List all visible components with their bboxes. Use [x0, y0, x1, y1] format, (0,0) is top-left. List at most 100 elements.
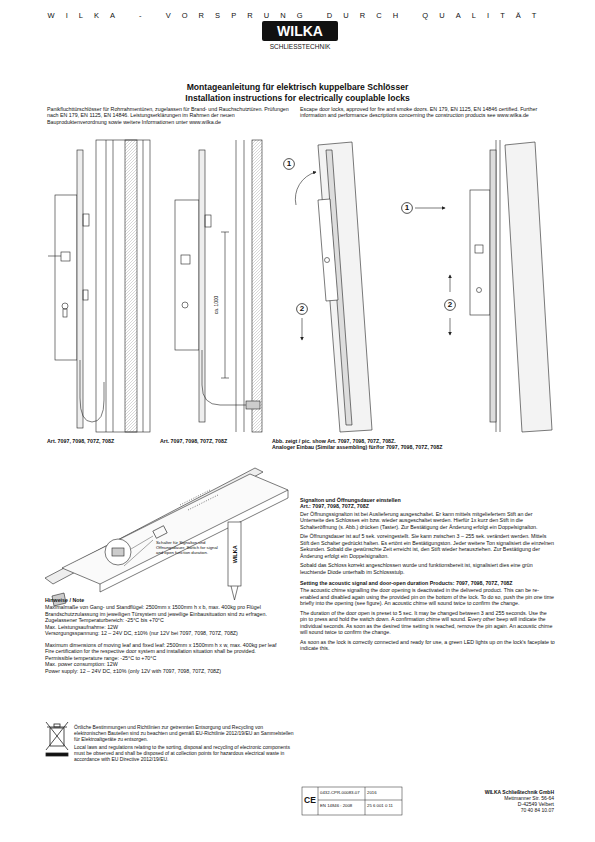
- section-heading: Signalton und Öffnungsdauer einstellen: [300, 497, 555, 503]
- text-group: Signalton und Öffnungsdauer einstellenAr…: [300, 497, 555, 652]
- logo-text: WILKA: [262, 23, 338, 40]
- table-cell: EN 14846 : 2008: [320, 803, 365, 808]
- disposal-note: Local laws and regulations relating to t…: [74, 744, 296, 762]
- intro-text: Panikfluchttürschlösser für Rohrrahmentü…: [47, 106, 295, 125]
- frame-profile-2: [236, 140, 262, 432]
- text-group: CE: [302, 795, 318, 805]
- note: Max. Leistungsaufnahme: 12W: [45, 624, 295, 630]
- lock-1: [48, 150, 89, 428]
- dimension: ca. 1000: [214, 280, 220, 330]
- logo-box: [262, 21, 338, 41]
- caption: Art. 7097, 7098, 707Z, 708Z: [47, 438, 157, 444]
- table-cell: 25 6 001 0 11: [367, 803, 402, 808]
- step-circle: 1: [283, 158, 295, 170]
- note: Maximum dimensions of moving leaf and fi…: [45, 642, 295, 648]
- note: Versorgungsspannung: 12 – 24V DC, ±10% (…: [45, 630, 295, 636]
- caption: Art. 7097, 7098, 707Z, 708Z: [160, 438, 270, 444]
- caption: Abb. zeigt / pic. show Art. 7097, 7098, …: [272, 438, 555, 444]
- section-heading: Art.: 7097, 7098, 707Z, 708Z: [300, 503, 555, 509]
- text-group: Abb. zeigt / pic. show Art. 7097, 7098, …: [272, 438, 555, 451]
- text-group: Escape door locks, approved for fire and…: [300, 106, 555, 119]
- lock-4: [470, 150, 496, 422]
- arrow: [450, 318, 451, 335]
- section-heading: Setting the acoustic signal and door-ope…: [300, 580, 555, 586]
- table-cell: 2016: [367, 790, 402, 795]
- ce-mark: CE: [302, 795, 318, 805]
- step-circle: 2: [296, 303, 308, 315]
- arrow: [302, 318, 303, 340]
- turn-arrow: [295, 172, 316, 205]
- ce-table: [302, 787, 402, 815]
- text-group: Installation instructions for electrical…: [40, 93, 555, 103]
- intro-text: Escape door locks, approved for fire and…: [300, 106, 555, 119]
- text-group: Schalter für Signalton und Öffnungsdauer…: [156, 540, 224, 556]
- cable: [202, 350, 246, 405]
- text-group: Art. 7097, 7098, 707Z, 708Z: [47, 438, 157, 444]
- lock-perspective: [45, 468, 288, 592]
- text-group: WILKA: [231, 529, 238, 579]
- text-group: 2016: [367, 790, 402, 795]
- note: Brandschutzzulassung im jeweiligen Türsy…: [45, 611, 295, 617]
- door-leaf: [505, 142, 552, 432]
- table-cell: 0432-CPR-00083-07: [320, 790, 365, 795]
- arrow: [450, 275, 451, 292]
- lock-3: [318, 150, 352, 425]
- address: 70 40 84 10.07: [440, 807, 554, 813]
- disposal-note: Örtliche Bestimmungen und Richtlinien zu…: [74, 724, 296, 742]
- tool-label: WILKA: [231, 529, 238, 579]
- text-group: Art. 7097, 7098, 707Z, 708Z: [160, 438, 270, 444]
- step-circle: 2: [444, 299, 456, 311]
- waste-bin-icon: [46, 722, 68, 756]
- logo-subtitle: SCHLIESSTECHNIK: [245, 43, 355, 51]
- callout-text: Schalter für Signalton und Öffnungsdauer…: [156, 540, 224, 556]
- cable: [80, 360, 104, 422]
- leader-line: [131, 536, 153, 549]
- text-group: WILKA: [262, 23, 338, 40]
- step-number: 2: [296, 303, 308, 315]
- text-group: Panikfluchttürschlösser für Rohrrahmentü…: [47, 106, 295, 125]
- text-group: 25 6 001 0 11: [367, 803, 402, 808]
- note: Power supply: 12 – 24V DC, ±10% (only 12…: [45, 668, 295, 674]
- paragraph: Sobald das Schloss korrekt angeschlossen…: [300, 562, 555, 575]
- caption: Analoger Einbau (Similar assembling) für…: [272, 444, 555, 450]
- magnifier: [105, 539, 131, 565]
- paragraph: Die Öffnungsdauer ist auf 5 sek. voreing…: [300, 533, 555, 559]
- leader-line: [124, 540, 153, 566]
- step-circle: 1: [401, 202, 413, 214]
- text-group: Montageanleitung für elektrisch kuppelba…: [40, 82, 555, 92]
- slogan: WILKA - VORSPRUNG DURCH QUALITÄT: [48, 11, 548, 20]
- step-number: 1: [283, 158, 295, 170]
- note: Maximalmaße von Gang- und Standflügel: 2…: [45, 604, 295, 610]
- text-group: 0432-CPR-00083-07: [320, 790, 365, 795]
- frame-profile-4: [496, 140, 500, 432]
- text-group: EN 14846 : 2008: [320, 803, 365, 808]
- lock-2: [175, 150, 211, 422]
- text-group: SCHLIESSTECHNIK: [245, 43, 355, 51]
- text-group: Hinweise / NoteMaximalmaße von Gang- und…: [45, 597, 295, 674]
- arrow: [415, 208, 445, 209]
- note: Permissible temperature range: -25°C to …: [45, 655, 295, 661]
- address: WILKA Schließtechnik GmbH: [440, 789, 554, 795]
- paragraph: The duration of the door open is preset …: [300, 610, 555, 636]
- pin-tool: [228, 522, 241, 600]
- step-number: 1: [401, 202, 413, 214]
- connector: [246, 401, 260, 409]
- switch: [112, 548, 124, 556]
- note: Max. power consumption: 12W: [45, 661, 295, 667]
- address: Mettmanner Str. 56-64: [440, 795, 554, 801]
- note-heading: Hinweise / Note: [45, 597, 295, 603]
- paragraph: As soon as the lock is correctly connect…: [300, 639, 555, 652]
- text-group: WILKA Schließtechnik GmbHMettmanner Str.…: [440, 789, 554, 813]
- text-group: Örtliche Bestimmungen und Richtlinien zu…: [74, 724, 296, 763]
- paragraph: The acoustic chime signalling the door o…: [300, 587, 555, 606]
- note: Zugelassener Temperaturbereich: -25°C bi…: [45, 617, 295, 623]
- title-text: Installation instructions for electrical…: [40, 93, 555, 103]
- text-group: ca. 1000: [214, 280, 220, 330]
- door-leaf: [318, 142, 372, 432]
- text-group: WILKA - VORSPRUNG DURCH QUALITÄT: [40, 4, 555, 22]
- title-text: Montageanleitung für elektrisch kuppelba…: [40, 82, 555, 92]
- note: Fire certification for the respective do…: [45, 648, 295, 654]
- paragraph: Der Öffnungssignalton ist bei Auslieferu…: [300, 511, 555, 530]
